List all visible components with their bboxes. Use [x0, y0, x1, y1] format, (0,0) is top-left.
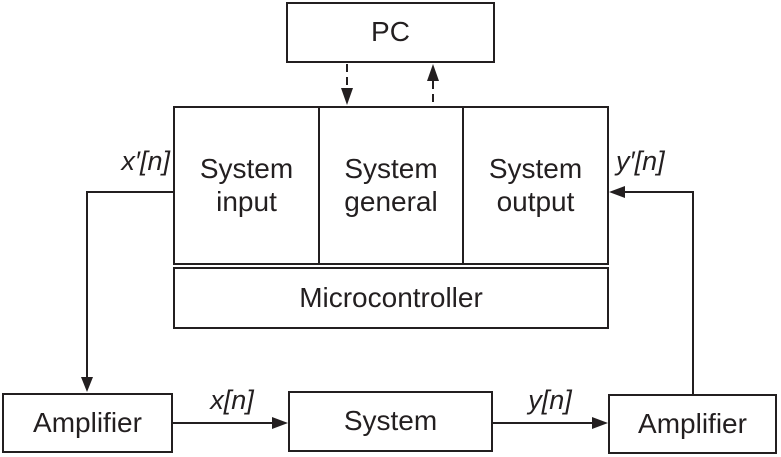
signal-label-x-n: x[n] — [210, 385, 254, 415]
connector-amplifier-to-system-output — [609, 186, 694, 394]
microcontroller-box: Microcontroller — [173, 267, 609, 329]
system-input-box: System input — [173, 106, 320, 265]
connector-system-to-amplifier — [493, 417, 608, 429]
system-output-box: System output — [462, 106, 609, 265]
connector-microcontroller-to-pc — [427, 64, 439, 106]
system-box: System — [288, 391, 493, 452]
amplifier-right-box: Amplifier — [608, 394, 777, 454]
signal-label-x-prime-n: x′[n] — [121, 146, 170, 176]
signal-label-y-prime-n: y′[n] — [616, 146, 665, 176]
connector-system-input-to-amplifier — [81, 191, 173, 392]
signal-label-y-n: y[n] — [528, 385, 572, 415]
pc-box: PC — [286, 2, 495, 63]
connector-pc-to-microcontroller — [341, 64, 353, 105]
connector-amplifier-to-system — [173, 417, 288, 429]
amplifier-left-box: Amplifier — [2, 393, 173, 453]
system-general-box: System general — [318, 106, 464, 265]
